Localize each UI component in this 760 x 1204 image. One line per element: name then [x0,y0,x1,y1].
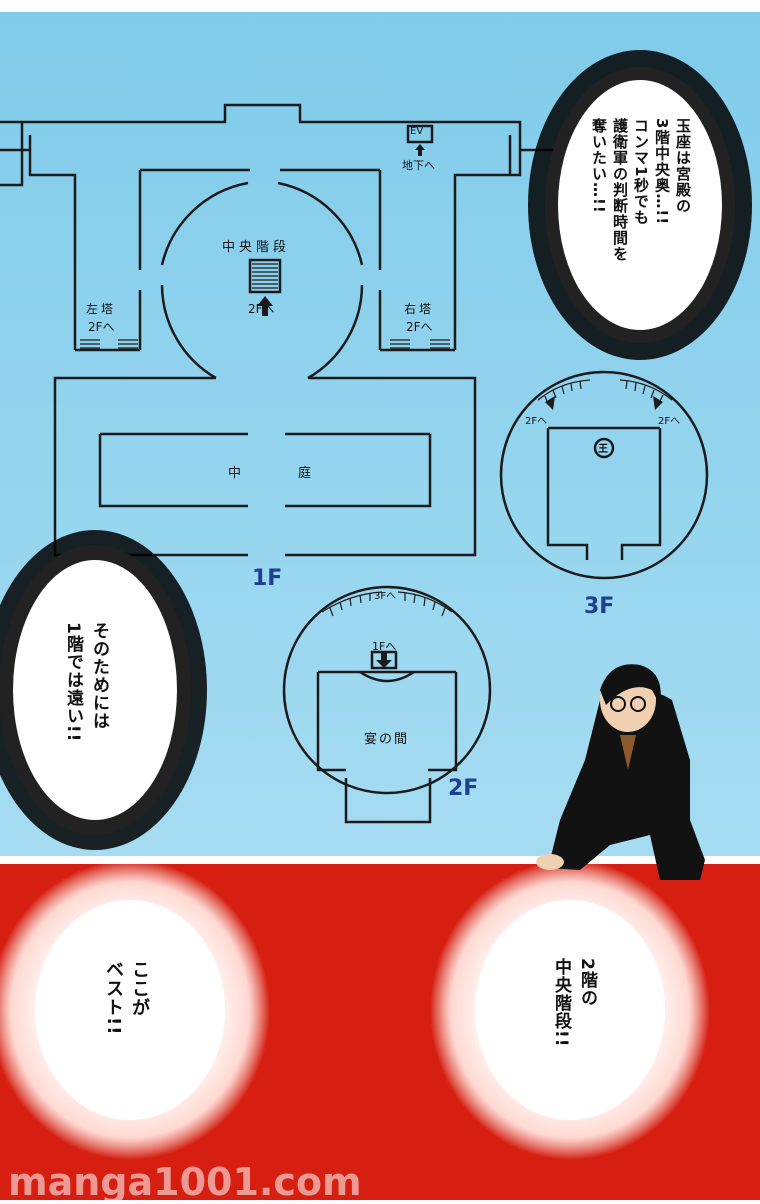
floor-plan-2f [282,585,492,824]
up-arrow-icon [257,296,273,316]
stair-hatching [80,263,450,349]
floor-1f-label: 1F [252,566,283,591]
bubble-bottom-left-shape [0,860,270,1160]
bubble-top-right-shape [528,50,752,360]
bubble-bottom-right-shape [430,860,710,1160]
basement-label: 地下へ [402,159,435,172]
panel-divider [0,856,760,864]
watermark: manga1001.com [8,1160,362,1204]
speech-bottom-right: 2階の 中央階段!! [551,958,597,1048]
bubble-left-shape [0,530,207,850]
f3-stairs-right-label: 2Fへ [658,416,681,427]
f3-down-arrow-right-icon [653,396,663,410]
speech-left: そのためには 1階では遠い!! [63,622,109,743]
ev-label: EV [410,126,424,137]
f3-stairs [537,379,673,405]
courtyard-right-label: 庭 [298,466,312,481]
right-tower-label: 右塔 [404,302,435,316]
right-tower-up: 2Fへ [406,320,433,334]
throne-icon: 王 [598,444,608,455]
top-border [0,0,760,12]
speech-bottom-left: ここが ベスト!! [103,960,150,1036]
floor-2f-label: 2F [448,776,479,801]
central-up-label: 2Fへ [248,302,275,316]
floor-plan-3f [499,370,709,580]
floor-3f-label: 3F [584,594,615,619]
f3-down-arrow-left-icon [545,396,555,410]
f2-up-label: 3Fへ [374,591,397,602]
f2-down-label: 1Fへ [372,640,397,653]
f3-stairs-left-label: 2Fへ [525,416,548,427]
central-stairs-label: 中央階段 [222,240,291,255]
f2-down-arrow-icon [376,652,392,668]
banquet-hall-label: 宴の間 [364,732,410,747]
character-figure [536,664,705,880]
f2-stairs [321,591,453,617]
left-tower-up: 2Fへ [88,320,115,334]
basement-arrow-icon [415,144,425,156]
speech-top-right: 玉座は宮殿の 3階中央奥…!! コンマ1秒でも 護衛軍の判断時間を 奪いたい…!… [590,118,692,262]
courtyard-left-label: 中 [228,466,242,481]
left-tower-label: 左塔 [86,302,117,316]
